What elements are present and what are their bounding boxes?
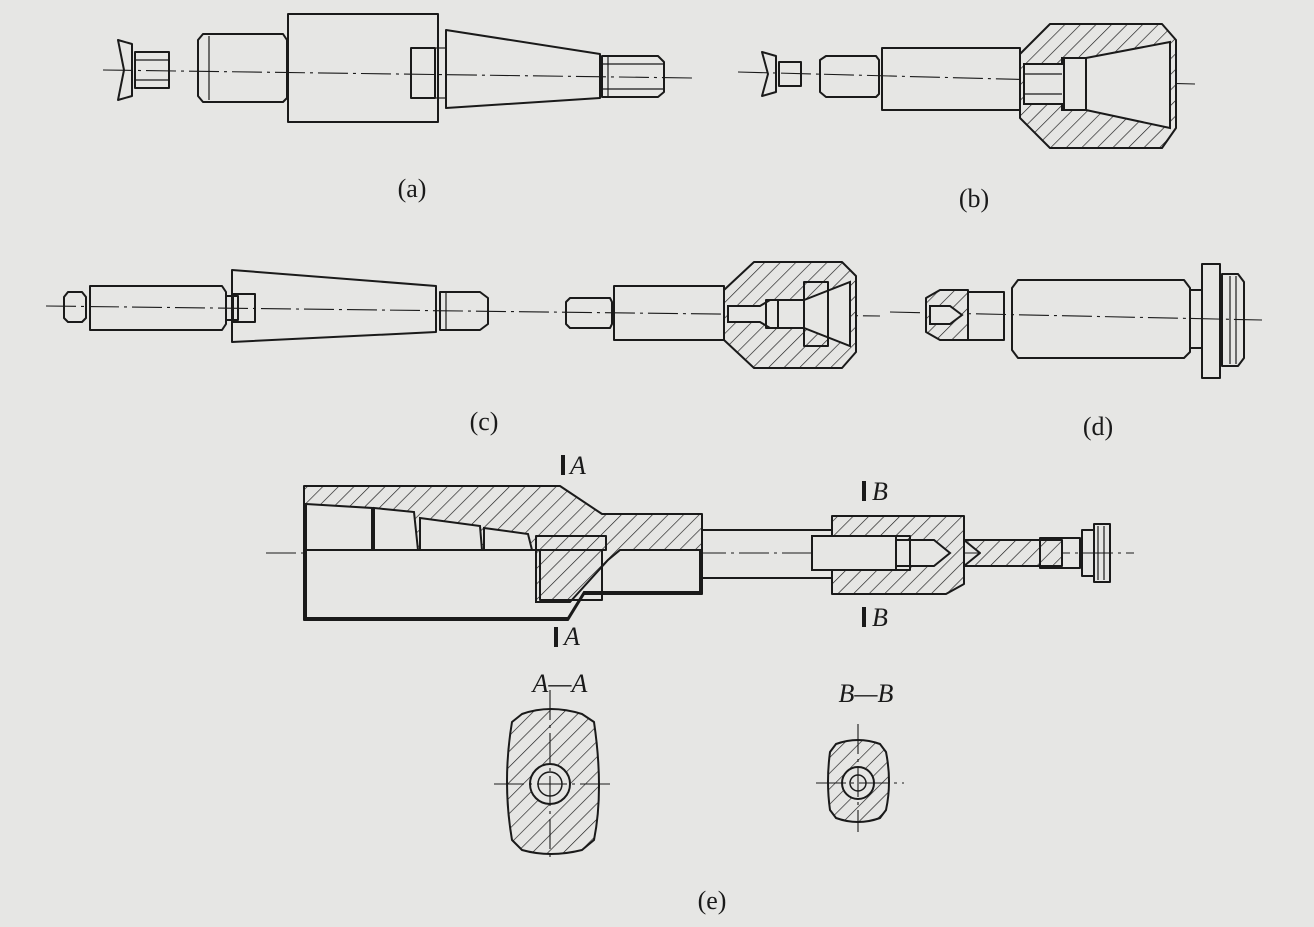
label-e: (e) <box>698 886 727 915</box>
short-plug-c <box>565 297 613 329</box>
section-a-a <box>494 690 614 860</box>
section-b-bottom-letter: B <box>872 603 888 632</box>
threaded-end <box>601 55 665 98</box>
section-b-top-marker <box>862 481 866 501</box>
section-b-bottom-marker <box>862 607 866 627</box>
cylinder-body <box>197 33 288 103</box>
hex-nut <box>134 51 170 89</box>
taper-body-c <box>231 269 437 343</box>
small-hex-nut <box>778 61 802 87</box>
small-wing-nut <box>761 51 777 97</box>
center-slot <box>410 47 436 99</box>
pin-section <box>963 539 1063 567</box>
label-c: (c) <box>470 407 499 436</box>
knurled-head <box>1039 537 1081 569</box>
label-a: (a) <box>398 174 427 203</box>
view-c-assembly <box>45 261 881 369</box>
section-a-bottom-letter: A <box>562 622 580 651</box>
socket-cavity <box>1023 40 1171 130</box>
nut-d-body <box>967 291 1005 341</box>
section-b-b-title: B—B <box>839 679 894 708</box>
flange-d <box>1201 263 1221 379</box>
section-a-top-marker <box>561 455 565 475</box>
view-b-assembly <box>737 23 1196 149</box>
threaded-end-c <box>439 291 489 331</box>
cylinder-d <box>1011 279 1191 359</box>
section-a-top-letter: A <box>568 451 586 480</box>
label-d: (d) <box>1083 412 1113 441</box>
socket-b-bore <box>811 535 952 571</box>
wing-nut <box>117 39 133 101</box>
center-block <box>287 13 439 123</box>
taper-shank <box>445 29 601 109</box>
lower-bore <box>305 549 701 619</box>
short-plug <box>819 55 880 98</box>
section-b-top-letter: B <box>872 477 888 506</box>
view-a-assembly <box>102 13 693 123</box>
section-b-b <box>816 724 904 832</box>
bore-1 <box>305 502 373 551</box>
end-cap <box>1093 523 1111 583</box>
left-rod <box>89 285 227 331</box>
section-a-a-title: A—A <box>531 669 588 698</box>
knob-d <box>1221 273 1245 367</box>
section-a-bottom-marker <box>554 627 558 647</box>
view-d-assembly <box>889 263 1263 379</box>
view-e-assembly <box>266 455 1134 647</box>
left-end-nut <box>63 291 87 323</box>
view-a-centerline <box>102 69 693 79</box>
label-b: (b) <box>959 184 989 213</box>
